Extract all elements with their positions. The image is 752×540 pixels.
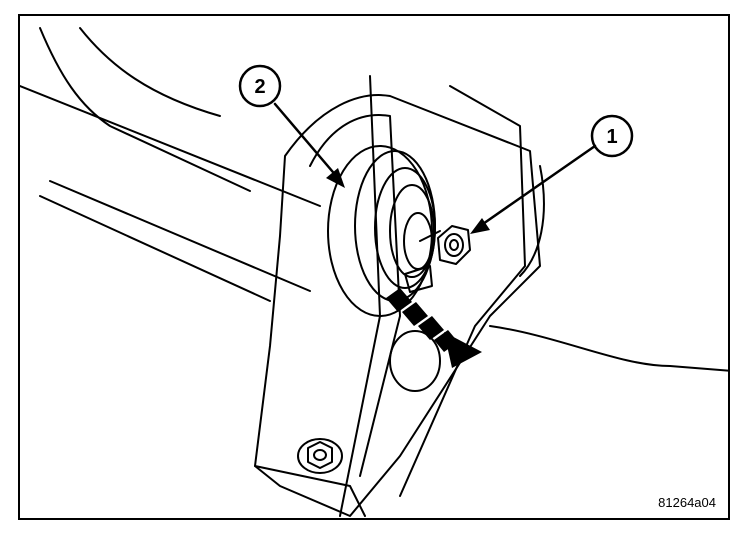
mounting-bolt-icon <box>297 438 343 474</box>
bolt-icon <box>404 225 471 293</box>
callout-2-label: 2 <box>254 76 265 98</box>
bracket-outline <box>254 94 541 517</box>
background-contour-left <box>39 27 251 192</box>
callout-2-circle <box>238 64 282 108</box>
technical-illustration: 2 1 <box>20 27 728 517</box>
pulley-groove-1 <box>374 167 436 289</box>
callout-1-label: 1 <box>606 126 617 148</box>
shaft-lower-edge-2 <box>39 195 271 302</box>
background-contour-top <box>79 27 221 117</box>
illustration-frame: 2 1 81264a04 <box>18 14 730 520</box>
pulley-hub <box>403 212 433 270</box>
leader-2 <box>273 102 340 180</box>
right-surface <box>489 325 728 372</box>
direction-arrow-icon <box>386 288 482 368</box>
leader-1 <box>478 144 597 228</box>
shaft-lower-edge <box>49 180 311 292</box>
bracket-inner-flange <box>309 114 401 477</box>
bracket-right-wall <box>399 85 526 497</box>
bracket-base-line <box>254 465 366 517</box>
leader-1-head <box>470 218 490 234</box>
figure-id: 81264a04 <box>658 495 716 510</box>
leader-2-head <box>326 168 345 188</box>
bracket-lower-cutout <box>389 330 441 392</box>
shaft-upper-edge <box>20 85 321 207</box>
callout-1-circle <box>590 114 634 158</box>
pulley-groove-2 <box>389 184 435 278</box>
